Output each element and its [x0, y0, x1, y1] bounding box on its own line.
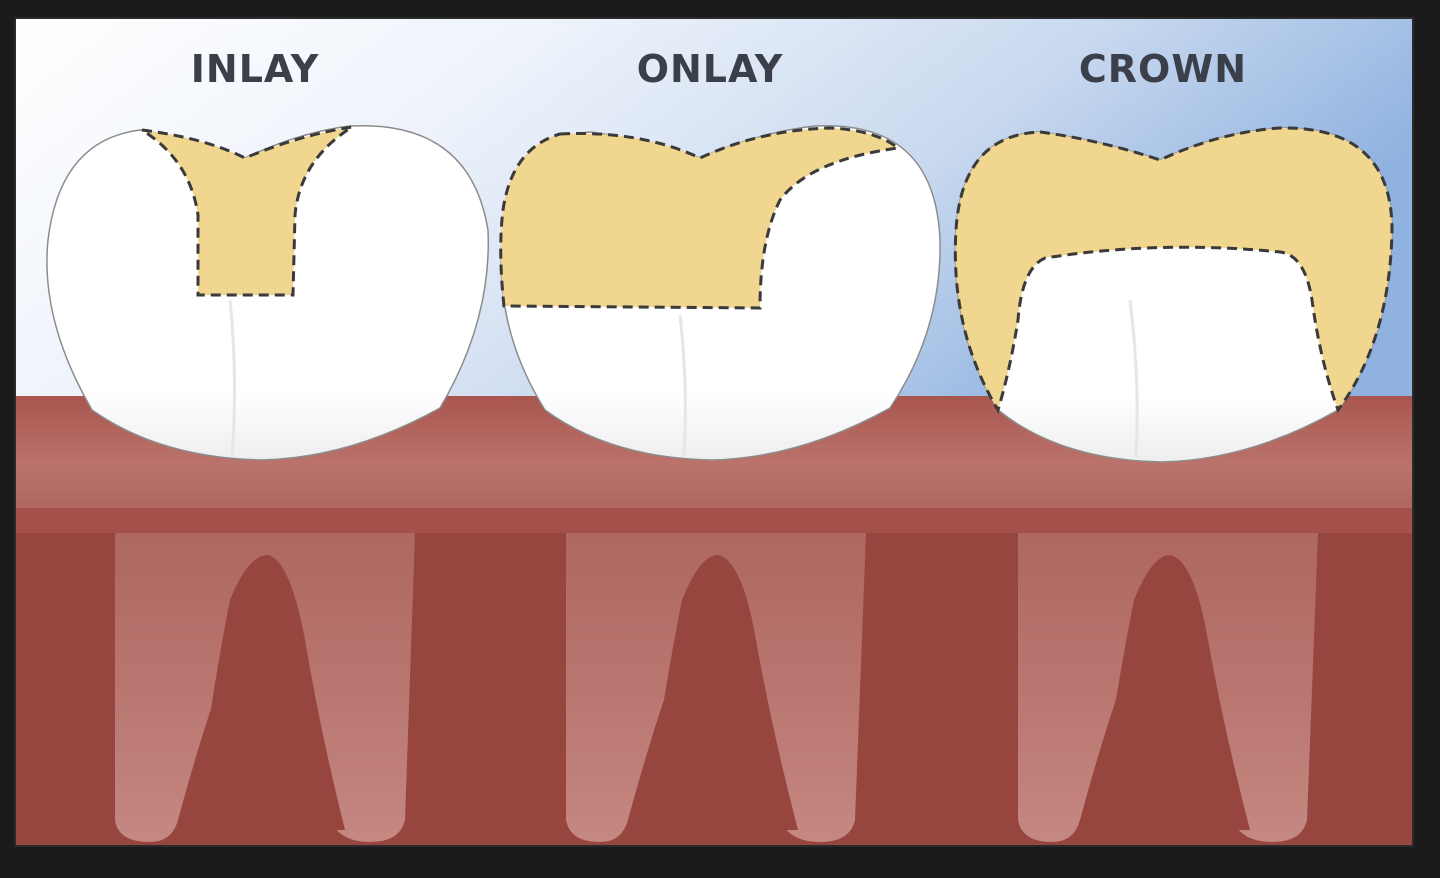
root-inlay [115, 533, 415, 842]
root-canal-onlay [645, 555, 798, 830]
root-canal-inlay [195, 555, 345, 830]
label-inlay: INLAY [191, 47, 319, 91]
crown-restoration [953, 126, 1394, 414]
root-canal-crown [1097, 555, 1250, 830]
label-crown: CROWN [1079, 47, 1247, 91]
image-border [14, 17, 1414, 847]
label-onlay: ONLAY [637, 47, 784, 91]
root-crown [1018, 533, 1318, 842]
root-onlay [566, 533, 866, 842]
gum-band [15, 508, 1413, 534]
inlay-restoration [141, 125, 353, 297]
tooth-crown [953, 126, 1394, 463]
onlay-restoration [499, 126, 902, 310]
tooth-inlay [46, 124, 490, 461]
tooth-onlay [499, 125, 941, 461]
